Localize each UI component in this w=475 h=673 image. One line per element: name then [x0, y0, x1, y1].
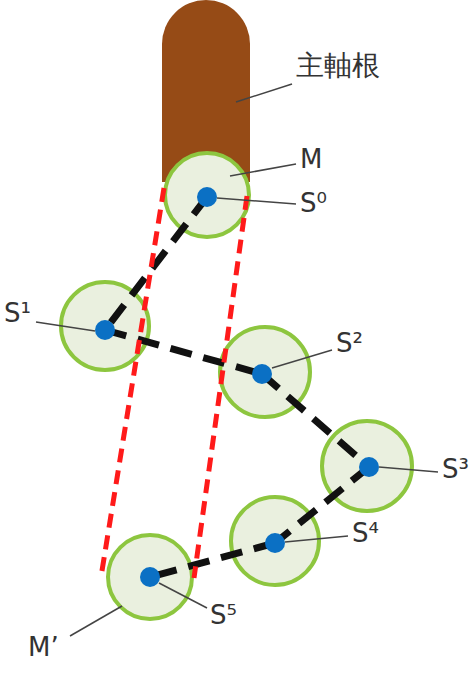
callout-label: S⁰	[300, 190, 327, 216]
nucleus	[140, 567, 160, 587]
leader-line	[36, 322, 95, 331]
leader-line	[285, 536, 348, 542]
path-segment	[262, 374, 369, 467]
path-segment	[105, 330, 262, 374]
red-dashed-line	[194, 196, 247, 578]
leader-line	[159, 583, 207, 608]
leader-line	[236, 84, 292, 102]
part-name: 主軸根	[296, 52, 380, 80]
nucleus	[359, 457, 379, 477]
red-dashed-line	[101, 188, 164, 577]
callout-label: M’	[28, 634, 59, 660]
leader-line	[70, 606, 122, 636]
nucleus	[252, 364, 272, 384]
callout-label: S²	[336, 330, 363, 356]
leader-line	[379, 467, 438, 472]
callout-label: S⁴	[352, 520, 379, 546]
cell-s4	[231, 497, 319, 585]
leader-line	[272, 350, 332, 368]
cell-m	[165, 153, 249, 237]
leader-line	[230, 164, 296, 176]
leader-line	[217, 198, 296, 204]
path-segment	[150, 543, 275, 577]
callout-label: M	[300, 146, 322, 172]
path-segment	[105, 197, 207, 330]
callout-label: S³	[442, 456, 469, 482]
callout-label: S⁵	[210, 602, 237, 628]
nucleus	[265, 533, 285, 553]
callout-label: S¹	[4, 300, 31, 326]
nucleus	[197, 187, 217, 207]
nucleus	[95, 320, 115, 340]
